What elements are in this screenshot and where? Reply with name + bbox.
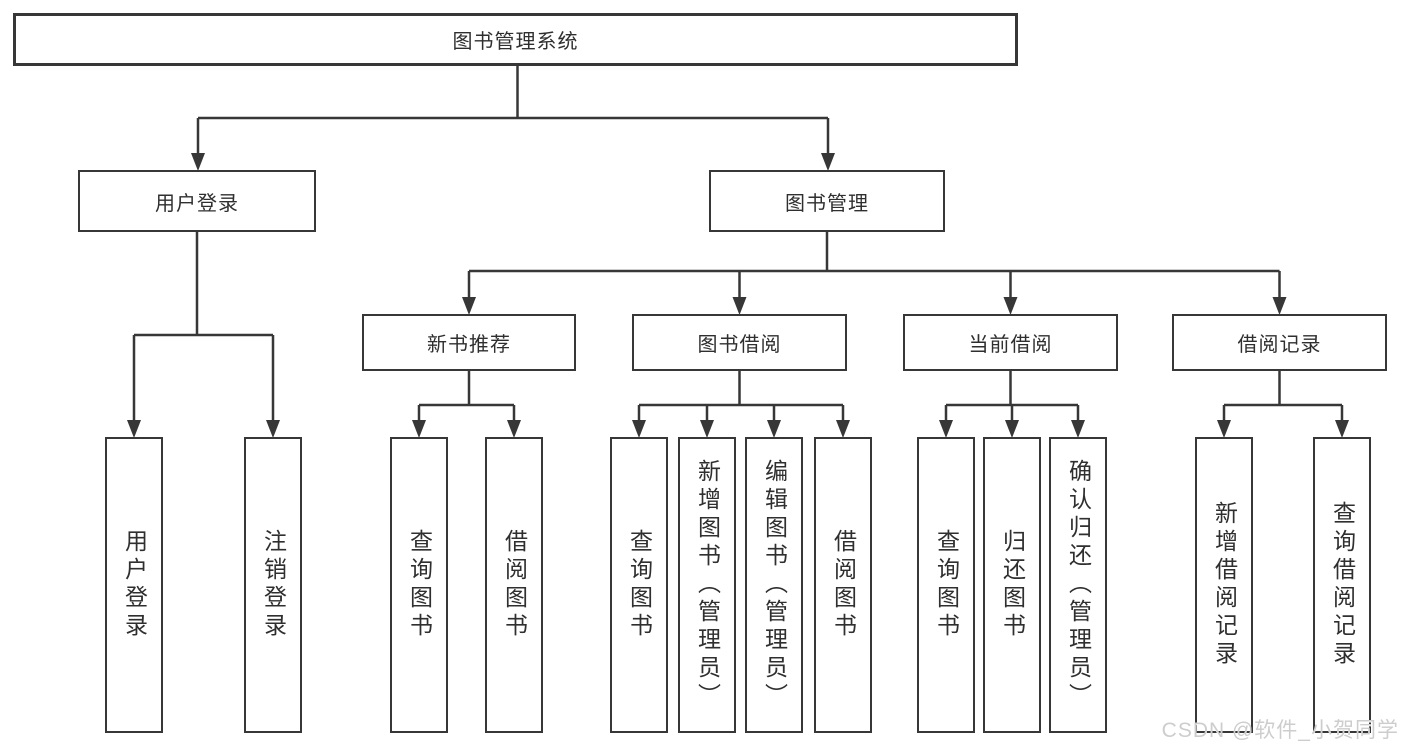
connector-new-book-fan xyxy=(412,371,521,438)
leaf-edit-books-admin: 编辑图书（管理员） xyxy=(745,437,803,733)
connector-borrow-record-fan xyxy=(1217,371,1349,438)
leaf-label: 查询借阅记录 xyxy=(1329,501,1356,669)
leaf-label: 新增图书（管理员） xyxy=(694,459,721,711)
leaf-label: 归还图书 xyxy=(999,529,1026,641)
connector-current-borrow-fan xyxy=(939,371,1085,438)
leaf-query-books-2: 查询图书 xyxy=(610,437,668,733)
connector-root-to-level2 xyxy=(191,66,835,171)
leaf-label: 借阅图书 xyxy=(830,529,857,641)
node-user-login: 用户登录 xyxy=(78,170,316,232)
leaf-label: 查询图书 xyxy=(626,529,653,641)
leaf-add-books-admin: 新增图书（管理员） xyxy=(678,437,736,733)
leaf-user-login: 用户登录 xyxy=(105,437,163,733)
connector-user-login-fan xyxy=(127,231,280,438)
leaf-label: 注销登录 xyxy=(260,529,287,641)
connector-book-borrow-fan xyxy=(632,371,850,438)
leaf-query-books-3: 查询图书 xyxy=(917,437,975,733)
leaf-label: 查询图书 xyxy=(933,529,960,641)
leaf-label: 借阅图书 xyxy=(501,529,528,641)
csdn-watermark: CSDN @软件_小贺同学 xyxy=(1161,719,1399,742)
leaf-label: 查询图书 xyxy=(406,529,433,641)
node-new-book-recommend: 新书推荐 xyxy=(362,314,576,371)
node-book-borrow: 图书借阅 xyxy=(632,314,847,371)
leaf-add-borrow-record: 新增借阅记录 xyxy=(1195,437,1253,733)
node-current-borrow: 当前借阅 xyxy=(903,314,1118,371)
connector-book-management-fan xyxy=(462,231,1287,315)
node-book-management: 图书管理 xyxy=(709,170,945,232)
leaf-borrow-books-1: 借阅图书 xyxy=(485,437,543,733)
leaf-label: 确认归还（管理员） xyxy=(1065,459,1092,711)
leaf-label: 新增借阅记录 xyxy=(1211,501,1238,669)
leaf-label: 编辑图书（管理员） xyxy=(761,459,788,711)
leaf-borrow-books-2: 借阅图书 xyxy=(814,437,872,733)
node-borrow-record: 借阅记录 xyxy=(1172,314,1387,371)
leaf-logout: 注销登录 xyxy=(244,437,302,733)
leaf-query-borrow-record: 查询借阅记录 xyxy=(1313,437,1371,733)
leaf-return-books: 归还图书 xyxy=(983,437,1041,733)
node-library-management-system: 图书管理系统 xyxy=(13,13,1018,66)
leaf-label: 用户登录 xyxy=(121,529,148,641)
leaf-confirm-return-admin: 确认归还（管理员） xyxy=(1049,437,1107,733)
leaf-query-books-1: 查询图书 xyxy=(390,437,448,733)
